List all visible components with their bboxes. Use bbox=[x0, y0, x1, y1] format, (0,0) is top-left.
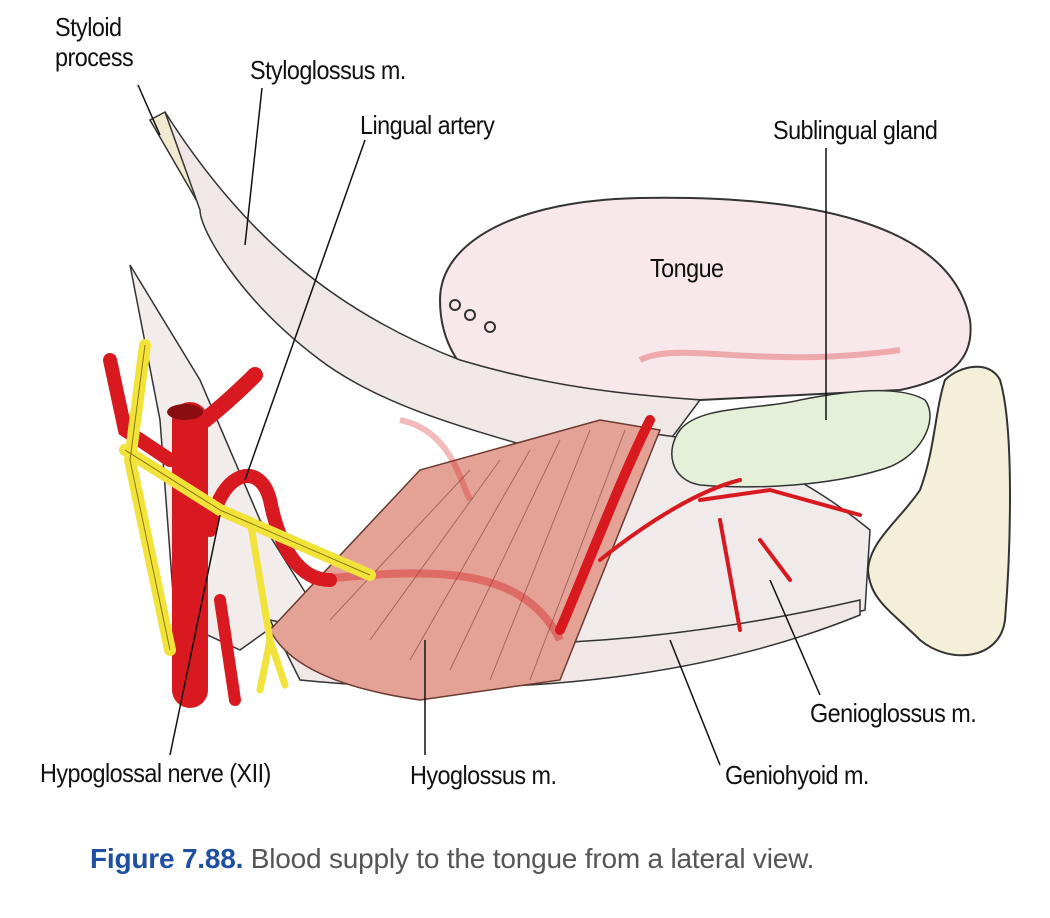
sublingual-gland bbox=[671, 389, 931, 488]
label-styloglossus: Styloglossus m. bbox=[250, 55, 406, 85]
caption-text: Blood supply to the tongue from a latera… bbox=[243, 843, 815, 874]
label-line: Styloid bbox=[55, 12, 122, 42]
mandible bbox=[866, 365, 1011, 657]
label-sublingual-gland: Sublingual gland bbox=[773, 115, 938, 145]
label-hyoglossus: Hyoglossus m. bbox=[410, 760, 557, 790]
figure-caption: Figure 7.88. Blood supply to the tongue … bbox=[90, 843, 814, 875]
figure-number: Figure 7.88. bbox=[90, 843, 244, 874]
label-styloid-process: Styloid process bbox=[55, 12, 134, 72]
label-tongue: Tongue bbox=[650, 253, 724, 283]
label-hypoglossal-nerve: Hypoglossal nerve (XII) bbox=[40, 758, 271, 788]
label-geniohyoid: Geniohyoid m. bbox=[725, 760, 869, 790]
tongue bbox=[438, 196, 972, 402]
styloglossus-muscle bbox=[164, 111, 702, 481]
lingual-artery-loop bbox=[203, 469, 337, 587]
leader-lines bbox=[137, 84, 827, 766]
label-genioglossus: Genioglossus m. bbox=[810, 698, 977, 728]
label-lingual-artery: Lingual artery bbox=[360, 110, 495, 140]
label-line: process bbox=[55, 42, 134, 72]
